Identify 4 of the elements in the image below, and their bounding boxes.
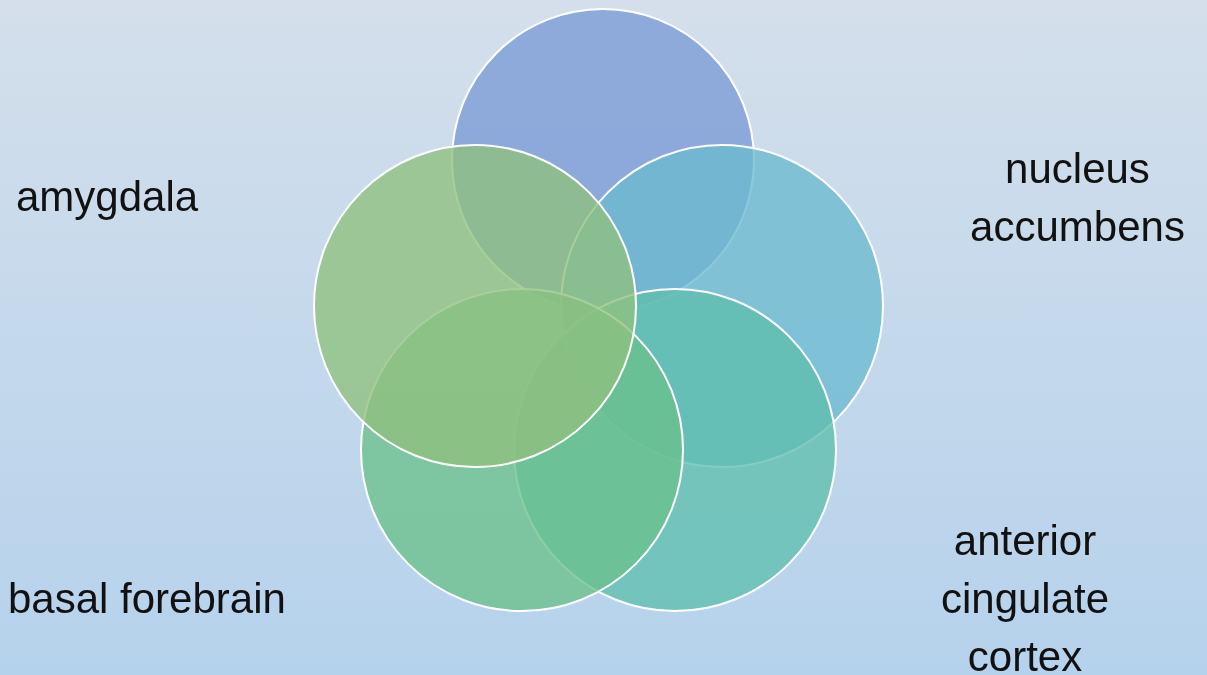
region-label: nucleus accumbens: [969, 144, 1186, 252]
region-label: amygdala: [16, 172, 200, 222]
region-label: basal forebrain: [8, 574, 287, 624]
region-label: anterior cingulate cortex: [939, 516, 1111, 675]
